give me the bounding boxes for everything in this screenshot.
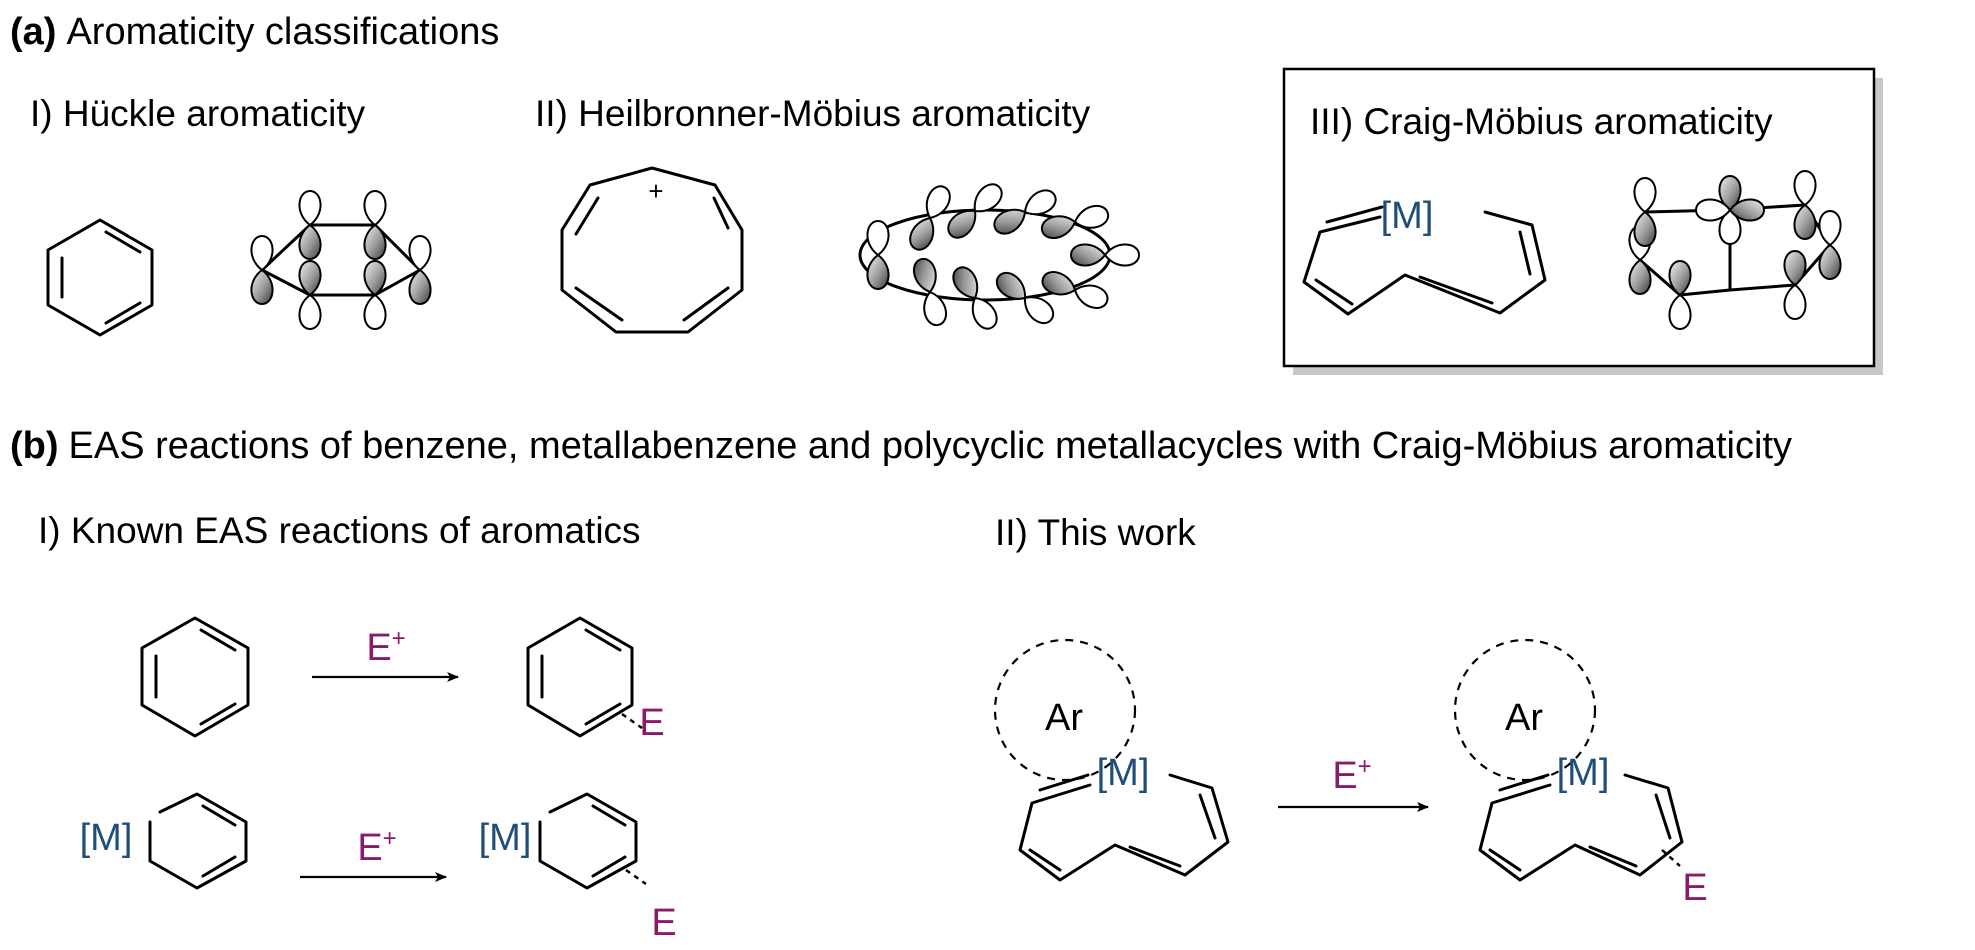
reagent-charge: + [1358, 753, 1372, 780]
reagent-label-3: E+ [1332, 753, 1371, 797]
box-frame [1282, 67, 1876, 368]
reagent-charge: + [392, 625, 406, 652]
metallapentalene-structure: [M] [1302, 195, 1547, 316]
panel-a-header: (a)Aromaticity classifications [10, 11, 499, 53]
substituent-dashed-bond-2 [625, 868, 647, 886]
huckel-orbital-diagram [250, 190, 432, 330]
heilbronner-mobius-label: II) Heilbronner-Möbius aromaticity [535, 93, 1091, 134]
cyclononatetraenyl-cation: + [560, 166, 744, 334]
metal-label-c1: [M] [1097, 752, 1150, 794]
panel-b-tag: (b) [10, 425, 59, 467]
cation-charge: + [648, 176, 663, 206]
panel-a-title: Aromaticity classifications [66, 11, 499, 53]
reagent-text-2: E [357, 827, 382, 869]
metal-label-b2: [M] [479, 817, 532, 859]
craig-mobius-orbital-diagram [1628, 170, 1842, 330]
reagent-charge: + [383, 825, 397, 852]
this-work-label: II) This work [995, 512, 1196, 553]
aryl-metallacycle-product: Ar [M] E [1453, 638, 1708, 909]
this-work-reaction: Ar [M] E+ Ar [M] E [993, 638, 1708, 909]
substituent-e-1: E [639, 702, 664, 744]
metal-label-a: [M] [1381, 195, 1434, 237]
eas-benzene-reaction: E+ E [140, 616, 665, 744]
reagent-text-1: E [366, 627, 391, 669]
aryl-label-1: Ar [1045, 697, 1083, 739]
substituent-dashed-bond-3 [1661, 849, 1681, 867]
metal-label-c2: [M] [1557, 752, 1610, 794]
craig-mobius-box: III) Craig-Möbius aromaticity [M] [1282, 67, 1883, 375]
metallabenzene-reactant: [M] [80, 792, 248, 890]
substituent-e-3: E [1682, 867, 1707, 909]
panel-b-title: EAS reactions of benzene, metallabenzene… [69, 425, 1792, 467]
benzene-reactant [140, 616, 250, 738]
mobius-orbital-diagram [858, 178, 1140, 334]
craig-mobius-label: III) Craig-Möbius aromaticity [1310, 101, 1773, 142]
known-eas-label: I) Known EAS reactions of aromatics [38, 510, 641, 551]
reagent-text-3: E [1332, 755, 1357, 797]
substituted-benzene-product: E [526, 616, 665, 744]
reagent-label-1: E+ [366, 625, 405, 669]
substituted-metallabenzene-product: [M] E [479, 792, 677, 944]
substituent-dashed-bond-1 [621, 712, 643, 730]
metal-label-b1: [M] [80, 817, 133, 859]
aryl-metallacycle-reactant: Ar [M] [993, 638, 1230, 882]
substituent-e-2: E [651, 902, 676, 944]
reagent-label-2: E+ [357, 825, 396, 869]
huckel-label: I) Hückle aromaticity [30, 93, 366, 134]
panel-a-tag: (a) [10, 11, 56, 53]
panel-b-header: (b)EAS reactions of benzene, metallabenz… [10, 425, 1792, 467]
eas-metallabenzene-reaction: [M] E+ [M] E [80, 792, 677, 944]
aryl-label-2: Ar [1505, 697, 1543, 739]
benzene-huckel [46, 218, 154, 337]
